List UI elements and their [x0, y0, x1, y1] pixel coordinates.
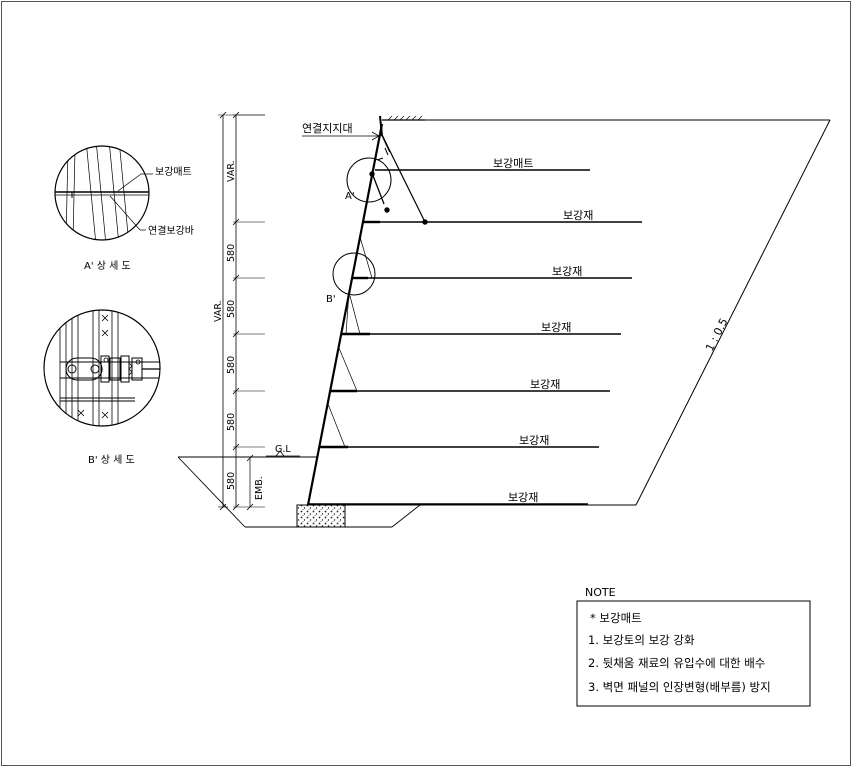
main-section — [177, 111, 831, 528]
dimension-580-3: 580 — [226, 356, 237, 374]
detail-a: 보강매트 연결보강바 A' 상 세 도 — [54, 145, 194, 272]
note-item-3: 3. 벽면 패널의 인장변형(배부름) 방지 — [588, 680, 771, 694]
marker-b-label: B' — [326, 294, 336, 305]
reinforcement-label-2: 보강재 — [552, 265, 582, 278]
dimension-var-left: VAR. — [213, 300, 224, 322]
note-item-2: 2. 뒷채움 재료의 유입수에 대한 배수 — [588, 656, 765, 670]
detail-a-mat-label: 보강매트 — [155, 166, 192, 178]
ground-level-label: G.L — [275, 444, 291, 455]
dimension-580-4: 580 — [226, 413, 237, 431]
dimension-580-2: 580 — [226, 300, 237, 318]
wall-face — [306, 123, 384, 506]
slope-label: 1 : 0.5 — [703, 316, 731, 353]
marker-b-circle — [332, 252, 376, 296]
note-item-1: 1. 보강토의 보강 강화 — [588, 633, 695, 647]
note-title: * 보강매트 — [590, 611, 642, 625]
reinforcement-label-5: 보강재 — [519, 434, 549, 447]
detail-b-circle — [43, 309, 161, 427]
dimension-emb: EMB. — [254, 476, 265, 500]
dimension-580-5: 580 — [226, 472, 237, 490]
note-heading: NOTE — [585, 586, 616, 599]
leveling-pad — [296, 504, 346, 528]
dimension-580-1: 580 — [226, 244, 237, 262]
mat-label: 보강매트 — [493, 157, 533, 170]
detail-b-title: B' 상 세 도 — [88, 454, 135, 466]
connector-label: 연결지지대 — [302, 122, 353, 135]
note-box — [576, 600, 811, 707]
dimension-var-top: VAR. — [226, 160, 237, 182]
reinforcement-label-3: 보강재 — [541, 321, 571, 334]
reinforcement-label-1: 보강재 — [563, 209, 593, 222]
detail-b: B' 상 세 도 — [43, 309, 161, 466]
detail-a-bar-label: 연결보강바 — [148, 225, 194, 237]
marker-a-label: A' — [345, 191, 355, 202]
reinforcement-label-4: 보강재 — [530, 378, 560, 391]
excavation-slope — [635, 119, 831, 506]
marker-a-circle — [346, 157, 392, 203]
detail-a-title: A' 상 세 도 — [84, 260, 131, 272]
reinforcement-label-6: 보강재 — [508, 491, 538, 504]
detail-a-circle — [54, 145, 150, 241]
